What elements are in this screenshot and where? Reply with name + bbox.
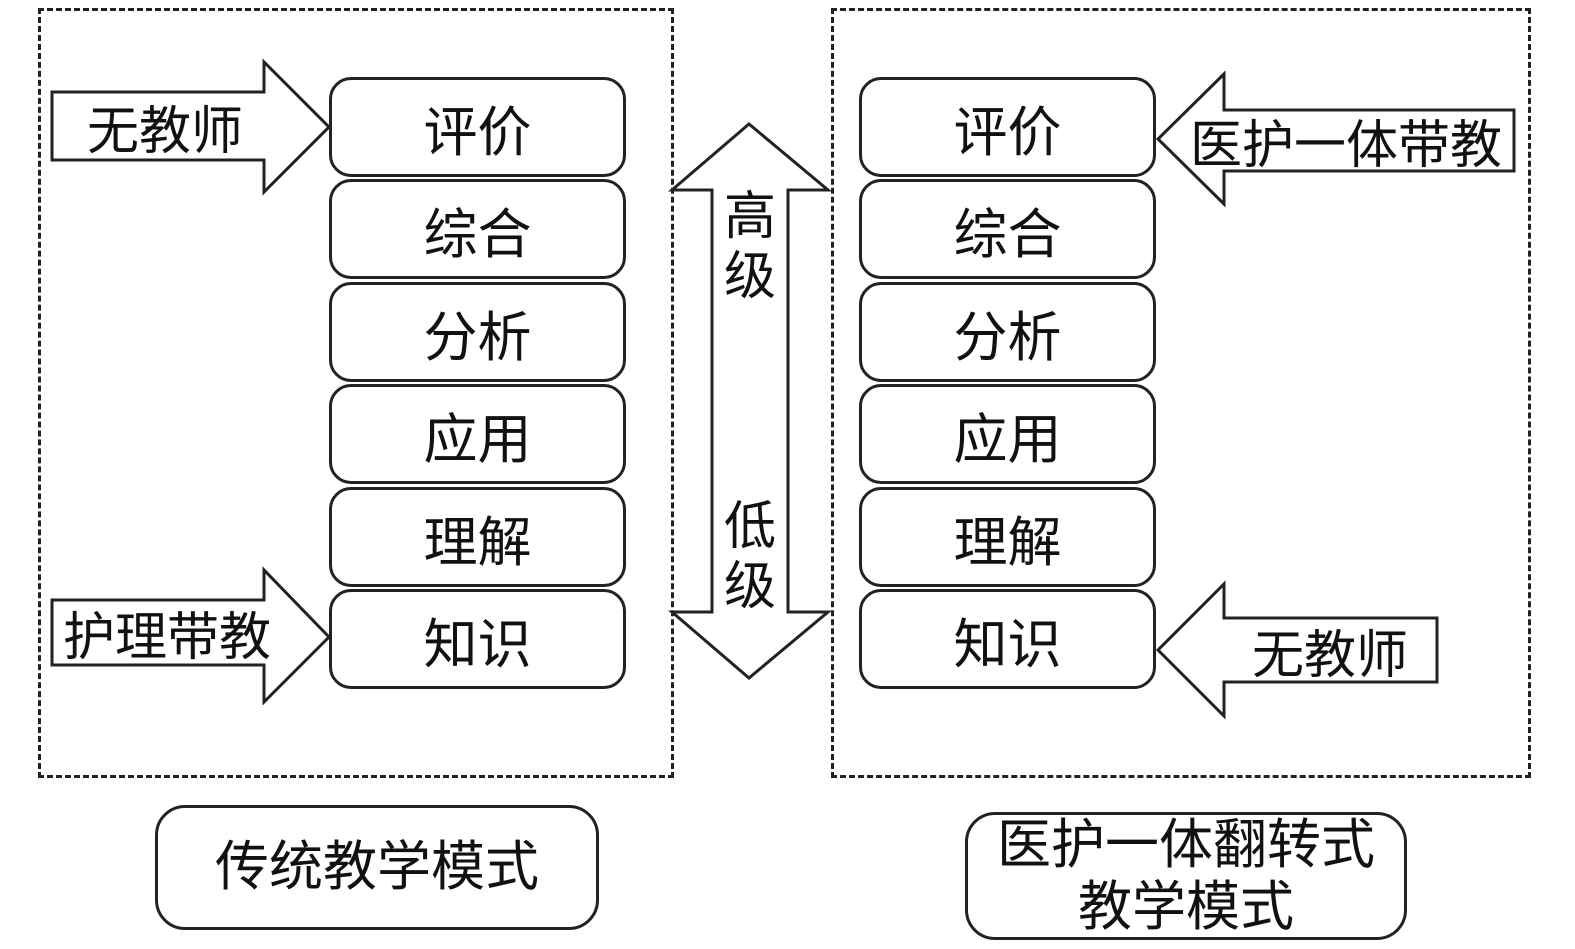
right-caption-line-2: 教学模式 — [1078, 875, 1294, 938]
low-level-label: 低 级 — [720, 497, 780, 618]
high-level-label: 高 级 — [720, 187, 780, 308]
left-caption-text: 传统教学模式 — [215, 835, 539, 899]
left-bottom-arrow-label: 护理带教 — [62, 608, 271, 668]
left-bottom-arrow-shape — [50, 566, 332, 706]
right-level-application: 应用 — [859, 384, 1156, 484]
right-top-arrow-shape — [1155, 70, 1516, 208]
left-level-comprehension: 理解 — [329, 487, 626, 587]
center-double-arrow-shape — [667, 122, 833, 680]
left-level-knowledge: 知识 — [329, 589, 626, 689]
low-level-char-1: 低 — [723, 497, 776, 557]
right-level-synthesis: 综合 — [859, 179, 1156, 279]
left-top-arrow-shape — [50, 58, 332, 196]
right-bottom-arrow-shape — [1155, 580, 1439, 720]
left-level-evaluation: 评价 — [329, 77, 626, 177]
right-bottom-arrow-label: 无教师 — [1251, 625, 1408, 686]
right-level-evaluation: 评价 — [859, 77, 1156, 177]
left-top-arrow-label: 无教师 — [86, 101, 243, 162]
right-level-knowledge: 知识 — [859, 589, 1156, 689]
right-level-comprehension: 理解 — [859, 487, 1156, 587]
left-level-analysis: 分析 — [329, 282, 626, 382]
left-dashed-frame — [38, 8, 674, 778]
high-level-char-1: 高 — [723, 187, 776, 247]
right-dashed-frame — [831, 8, 1531, 778]
right-caption-line-1: 医护一体翻转式 — [997, 812, 1375, 876]
right-level-analysis: 分析 — [859, 282, 1156, 382]
left-level-application: 应用 — [329, 384, 626, 484]
high-level-char-2: 级 — [723, 246, 776, 307]
left-caption: 传统教学模式 — [155, 805, 599, 930]
left-level-synthesis: 综合 — [329, 179, 626, 279]
right-caption: 医护一体翻转式 教学模式 — [965, 812, 1407, 940]
low-level-char-2: 级 — [723, 556, 776, 617]
right-top-arrow-label: 医护一体带教 — [1189, 116, 1502, 176]
